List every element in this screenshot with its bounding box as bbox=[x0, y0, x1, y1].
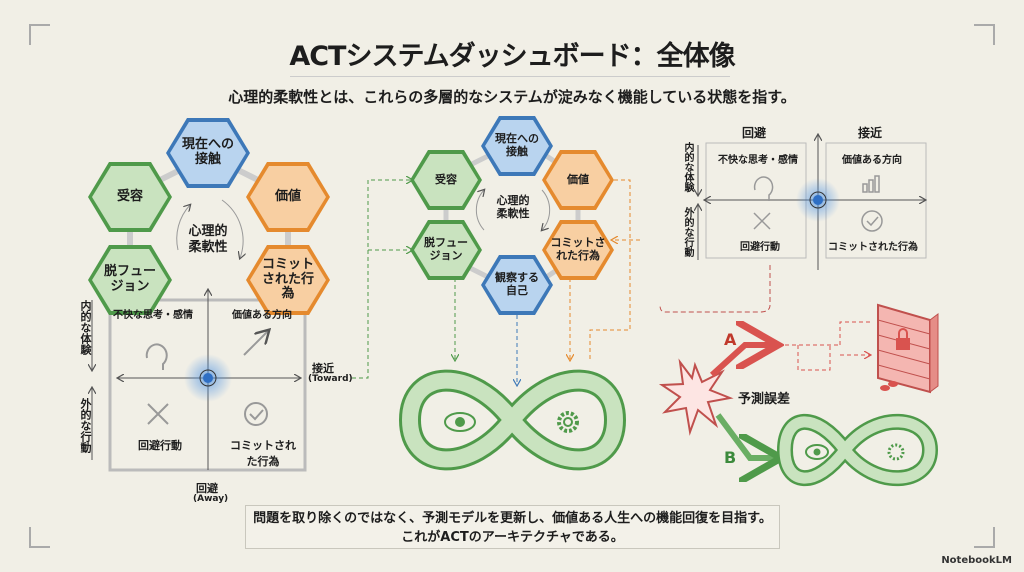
direction-arrow-icon bbox=[243, 331, 268, 356]
gear-icon bbox=[557, 411, 579, 433]
away-label: 回避 bbox=[196, 482, 218, 495]
away-en-label: (Away) bbox=[193, 494, 229, 504]
flexibility-center-mid: 心理的柔軟性 bbox=[496, 194, 530, 221]
head-icon bbox=[145, 343, 168, 370]
page-title: ACTシステムダッシュボード：全体像 bbox=[289, 41, 735, 72]
toward-label: 接近 bbox=[312, 362, 334, 375]
path-a-arrow bbox=[709, 345, 772, 378]
brick-wall-icon bbox=[877, 303, 939, 394]
left-q2-label: 価値ある方向 bbox=[232, 310, 292, 321]
page-subtitle: 心理的柔軟性とは、これらの多層的なシステムが淀みなく機能している状態を指す。 bbox=[228, 88, 796, 106]
left-q1-label: 不快な思考・感情 bbox=[113, 310, 193, 321]
check-icon bbox=[244, 402, 268, 426]
toward-en-label: (Toward) bbox=[308, 374, 353, 384]
notebooklm-logo: NotebookLM bbox=[941, 555, 1012, 566]
right-q4-label: コミットされた行為 bbox=[828, 242, 918, 253]
infinity-loop-right bbox=[776, 413, 939, 487]
path-b-label: B bbox=[724, 448, 737, 467]
hex-acceptance-left: 受容 bbox=[88, 162, 172, 232]
left-center-dot bbox=[203, 373, 213, 383]
cycle-arrow-left bbox=[176, 205, 190, 251]
hex-contact-mid: 現在への接触 bbox=[481, 116, 553, 176]
bar-icon bbox=[862, 175, 880, 193]
right-outer-label: 外的な行動 bbox=[682, 207, 693, 257]
path-a-label: A bbox=[724, 330, 737, 349]
check-icon-right bbox=[861, 210, 883, 232]
x-icon-right bbox=[753, 212, 771, 230]
left-q4-label: コミットされた行為 bbox=[230, 439, 296, 468]
hex-values-left: 価値 bbox=[246, 162, 330, 232]
eye-icon bbox=[444, 412, 476, 432]
x-icon bbox=[147, 403, 169, 425]
lock-icon bbox=[896, 338, 910, 350]
title-divider bbox=[290, 76, 730, 77]
hex-values-mid: 価値 bbox=[542, 150, 614, 210]
path-b-arrow bbox=[715, 413, 775, 458]
frame-corners bbox=[29, 24, 995, 548]
summary-box: 問題を取り除くのではなく、予測モデルを更新し、価値ある人生への機能回復を目指す。… bbox=[245, 505, 780, 549]
infinity-loop-middle bbox=[398, 369, 627, 471]
hex-committed-mid: コミットされた行為 bbox=[542, 220, 614, 280]
left-axis-inner-label: 内的な体験 bbox=[79, 300, 92, 355]
cycle-arrow-right bbox=[221, 199, 243, 258]
right-away-label: 回避 bbox=[742, 126, 767, 140]
hex-acceptance-mid: 受容 bbox=[410, 150, 482, 210]
prediction-error-label: 予測誤差 bbox=[738, 392, 791, 407]
right-q1-label: 不快な思考・感情 bbox=[718, 155, 798, 166]
summary-line-2: これがACTのアーキテクチャである。 bbox=[401, 530, 624, 545]
right-toward-label: 接近 bbox=[858, 126, 883, 140]
right-inner-label: 内的な体験 bbox=[682, 142, 693, 192]
hex-contact-left: 現在への接触 bbox=[166, 118, 250, 188]
hex-defusion-mid: 脱フュージョン bbox=[410, 220, 482, 280]
burst-icon bbox=[658, 358, 734, 436]
summary-line-1: 問題を取り除くのではなく、予測モデルを更新し、価値ある人生への機能回復を目指す。 bbox=[253, 511, 772, 526]
flexibility-center-left: 心理的柔軟性 bbox=[188, 224, 228, 255]
right-q2-label: 価値ある方向 bbox=[842, 155, 902, 166]
head-icon-right bbox=[753, 176, 774, 201]
right-q3-label: 回避行動 bbox=[740, 242, 780, 253]
hex-observing-self: 観察する自己 bbox=[481, 255, 553, 315]
left-q3-label: 回避行動 bbox=[138, 439, 182, 452]
left-axis-outer-label: 外的な行動 bbox=[79, 398, 92, 453]
